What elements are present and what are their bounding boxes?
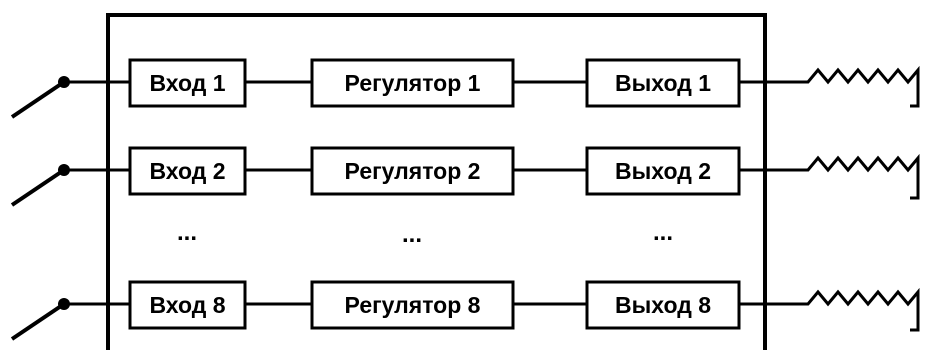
sensor-8-switch-icon	[10, 298, 130, 341]
channel-row-1: Вход 1 Регулятор 1 Выход 1	[10, 58, 920, 119]
ellipsis-row: ... ... ...	[177, 219, 673, 248]
device-frame	[106, 13, 767, 350]
input-box-1	[128, 58, 247, 108]
sensor-2-switch-icon	[10, 164, 130, 207]
regulator-ellipsis: ...	[402, 221, 422, 248]
load-1-heater-icon	[739, 65, 920, 108]
input-box-8	[128, 280, 247, 330]
regulator-box-8	[310, 280, 515, 330]
channel-row-2: Вход 2 Регулятор 2 Выход 2	[10, 146, 920, 207]
input-ellipsis: ...	[177, 219, 197, 246]
output-box-1	[585, 58, 741, 108]
output-label-8: Выход 8	[615, 292, 711, 318]
output-box-8	[585, 280, 741, 330]
output-label-2: Выход 2	[615, 158, 711, 184]
regulator-label-1: Регулятор 1	[345, 70, 481, 96]
sensor-1-switch-icon	[10, 76, 130, 119]
load-2-heater-icon	[739, 153, 920, 200]
output-label-1: Выход 1	[615, 70, 711, 96]
load-8-heater-icon	[739, 287, 920, 332]
input-label-1: Вход 1	[149, 70, 225, 96]
regulator-label-8: Регулятор 8	[345, 292, 481, 318]
channel-row-8: Вход 8 Регулятор 8 Выход 8	[10, 280, 920, 341]
input-box-2	[128, 146, 247, 196]
input-label-2: Вход 2	[149, 158, 225, 184]
input-label-8: Вход 8	[149, 292, 225, 318]
regulator-box-2	[310, 146, 515, 196]
regulator-label-2: Регулятор 2	[345, 158, 481, 184]
output-ellipsis: ...	[653, 219, 673, 246]
